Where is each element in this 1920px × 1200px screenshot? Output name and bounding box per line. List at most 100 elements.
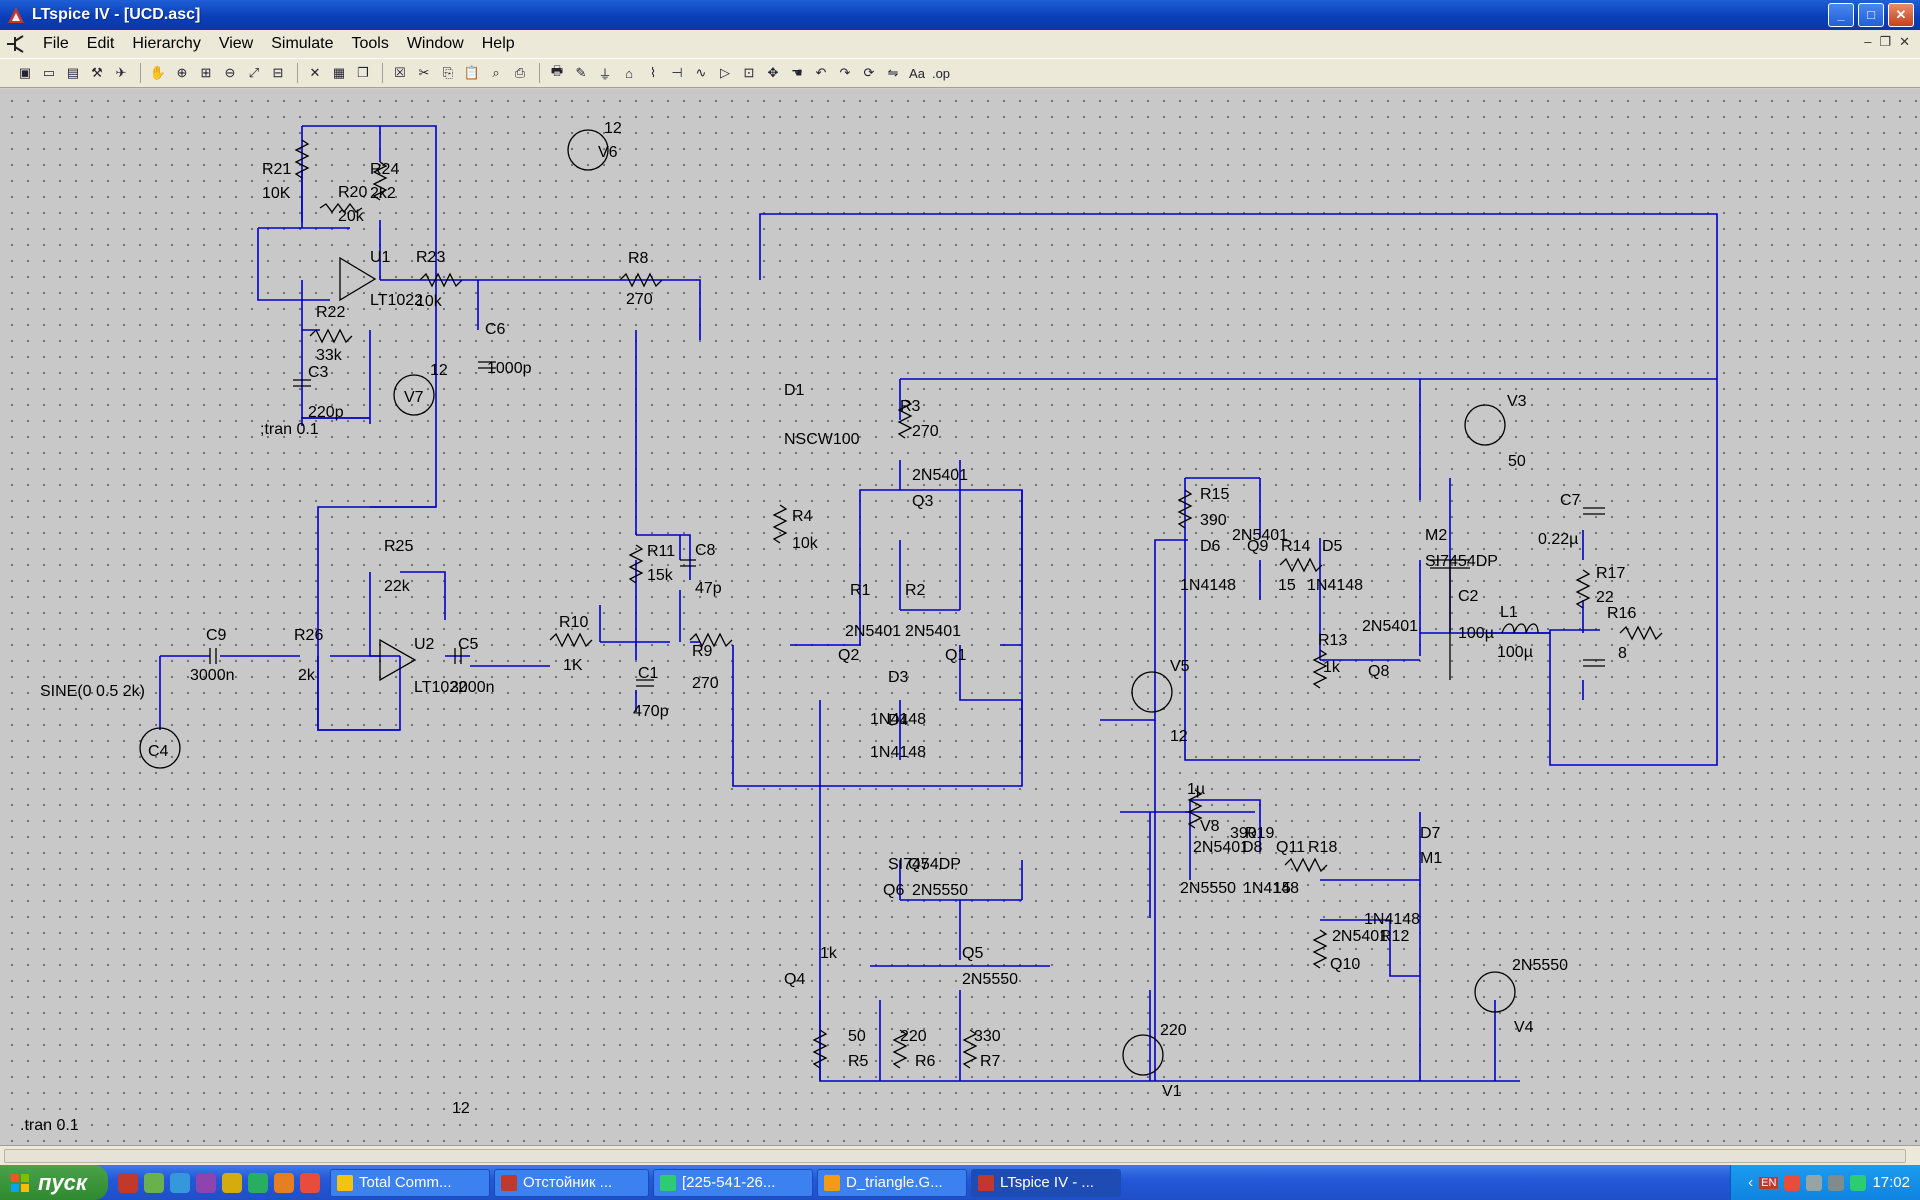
schematic-label[interactable]: C3 [308,364,329,381]
schematic-label[interactable]: V8 [1200,818,1220,835]
schematic-label[interactable]: LT1022 [414,679,467,696]
schematic-label[interactable]: 1k [1323,659,1341,676]
schematic-label[interactable]: 33k [316,347,343,364]
menu-view[interactable]: View [218,35,254,52]
save-icon[interactable]: ▤ [66,65,80,80]
volume-icon[interactable] [1828,1174,1845,1191]
schematic-label[interactable]: D4 [888,712,909,729]
schematic-label[interactable]: R20 [338,184,367,201]
new-schematic-icon[interactable]: ▣ [18,65,32,80]
schematic-label[interactable]: C9 [206,627,227,644]
schematic-label[interactable]: 15k [647,567,674,584]
spice-directive-icon[interactable]: .op [931,65,951,81]
doc-minimize-button[interactable]: – [1864,34,1872,49]
schematic-label[interactable]: R14 [1281,538,1310,555]
tray-utorrent-icon[interactable] [1850,1174,1867,1191]
capacitor-icon[interactable]: ⊣ [671,65,683,80]
tool-icon[interactable] [222,1172,242,1193]
run-icon[interactable]: ✈ [115,65,127,80]
schematic-label[interactable]: 12 [430,362,448,379]
schematic-label[interactable]: 270 [626,291,653,308]
schematic-label[interactable]: R18 [1308,839,1337,856]
schematic-label[interactable]: D5 [1322,538,1343,555]
schematic-label[interactable]: D3 [888,669,909,686]
schematic-label[interactable]: Q7 [908,856,929,873]
schematic-label[interactable]: R25 [384,538,413,555]
schematic-label[interactable]: 270 [692,675,719,692]
schematic-label[interactable]: SI7454DP [1425,553,1498,570]
schematic-label[interactable]: 1000p [487,360,532,377]
schematic-label[interactable]: 1N4148 [1180,577,1236,594]
schematic-label[interactable]: 1k [820,945,838,962]
schematic-label[interactable]: NSCW100 [784,431,860,448]
zoom-in-icon[interactable]: ⊕ [176,65,188,80]
horizontal-scrollbar[interactable] [0,1145,1920,1166]
network-icon[interactable] [1806,1174,1823,1191]
rotate-icon[interactable]: ⟳ [863,65,875,80]
schematic-label[interactable]: R4 [792,508,813,525]
schematic-label[interactable]: Q11 [1276,839,1305,856]
task-otstoinik[interactable]: Отстойник ... [494,1168,649,1197]
schematic-label[interactable]: V7 [404,389,424,406]
schematic-label[interactable]: R21 [262,161,291,178]
schematic-label[interactable]: Q2 [838,647,859,664]
wire-icon[interactable]: ✎ [575,65,587,80]
schematic-label[interactable]: 22 [1596,589,1614,606]
text-icon[interactable]: Aa [909,65,925,81]
schematic-label[interactable]: 2N5550 [962,971,1018,988]
schematic-label[interactable]: R22 [316,304,345,321]
cancel-zoom-icon[interactable]: ✕ [309,65,321,80]
print-setup-icon[interactable]: ⎙ [514,65,526,80]
schematic-label[interactable]: 2N5401 [912,467,968,484]
schematic-label[interactable]: 0.22µ [1538,531,1578,548]
open-icon[interactable]: ▭ [42,65,56,80]
close-window-icon[interactable]: ☒ [394,65,406,80]
inductor-icon[interactable]: ∿ [695,65,707,80]
schematic-label[interactable]: 1N4148 [1364,911,1420,928]
schematic-label[interactable]: 1N4148 [870,744,926,761]
schematic-doc-icon[interactable] [4,33,28,55]
schematic-label[interactable]: Q3 [912,493,933,510]
schematic-label[interactable]: 2N5401 [1232,527,1288,544]
move-icon[interactable]: ✥ [767,65,779,80]
schematic-label[interactable]: R16 [1607,605,1636,622]
menu-help[interactable]: Help [481,35,515,52]
media-player-icon[interactable] [274,1172,294,1193]
schematic-label[interactable]: Q4 [784,971,805,988]
schematic-label[interactable]: ;tran 0.1 [260,421,319,438]
menu-window[interactable]: Window [406,35,464,52]
schematic-label[interactable]: 220 [900,1028,927,1045]
schematic-label[interactable]: 100µ [1458,625,1494,642]
schematic-label[interactable]: .tran 0.1 [20,1117,79,1134]
menu-file[interactable]: File [43,35,69,52]
schematic-label[interactable]: 2N5550 [1512,957,1568,974]
task-total-commander[interactable]: Total Comm... [330,1168,490,1197]
halt-icon[interactable]: ✋ [149,65,167,80]
schematic-label[interactable]: C7 [1560,492,1581,509]
schematic-label[interactable]: 10K [262,185,291,202]
schematic-label[interactable]: D6 [1200,538,1221,555]
schematic-label[interactable]: M1 [1420,850,1442,867]
app-icon[interactable] [144,1172,164,1193]
schematic-label[interactable]: R10 [559,614,588,631]
schematic-label[interactable]: R19 [1245,825,1274,842]
schematic-label[interactable]: 2k2 [370,185,396,202]
schematic-label[interactable]: Q9 [1247,538,1268,555]
schematic-label[interactable]: 390 [1230,825,1257,842]
schematic-label[interactable]: 2N5401 [905,623,961,640]
schematic-label[interactable]: R3 [900,398,921,415]
find-icon[interactable]: ⌕ [492,65,500,80]
schematic-label[interactable]: U1 [370,249,391,266]
maximize-button[interactable]: □ [1858,3,1884,27]
schematic-label[interactable]: LT1022 [370,292,423,309]
schematic-label[interactable]: R12 [1380,928,1409,945]
schematic-label[interactable]: R6 [915,1053,936,1070]
diode-icon[interactable]: ▷ [720,65,730,80]
schematic-label[interactable]: R26 [294,627,323,644]
schematic-label[interactable]: 2N5550 [912,882,968,899]
schematic-label[interactable]: 3000n [450,679,495,696]
schematic-label[interactable]: Q10 [1330,956,1360,973]
schematic-label[interactable]: 1µ [1187,781,1205,798]
schematic-label[interactable]: 50 [1508,453,1526,470]
